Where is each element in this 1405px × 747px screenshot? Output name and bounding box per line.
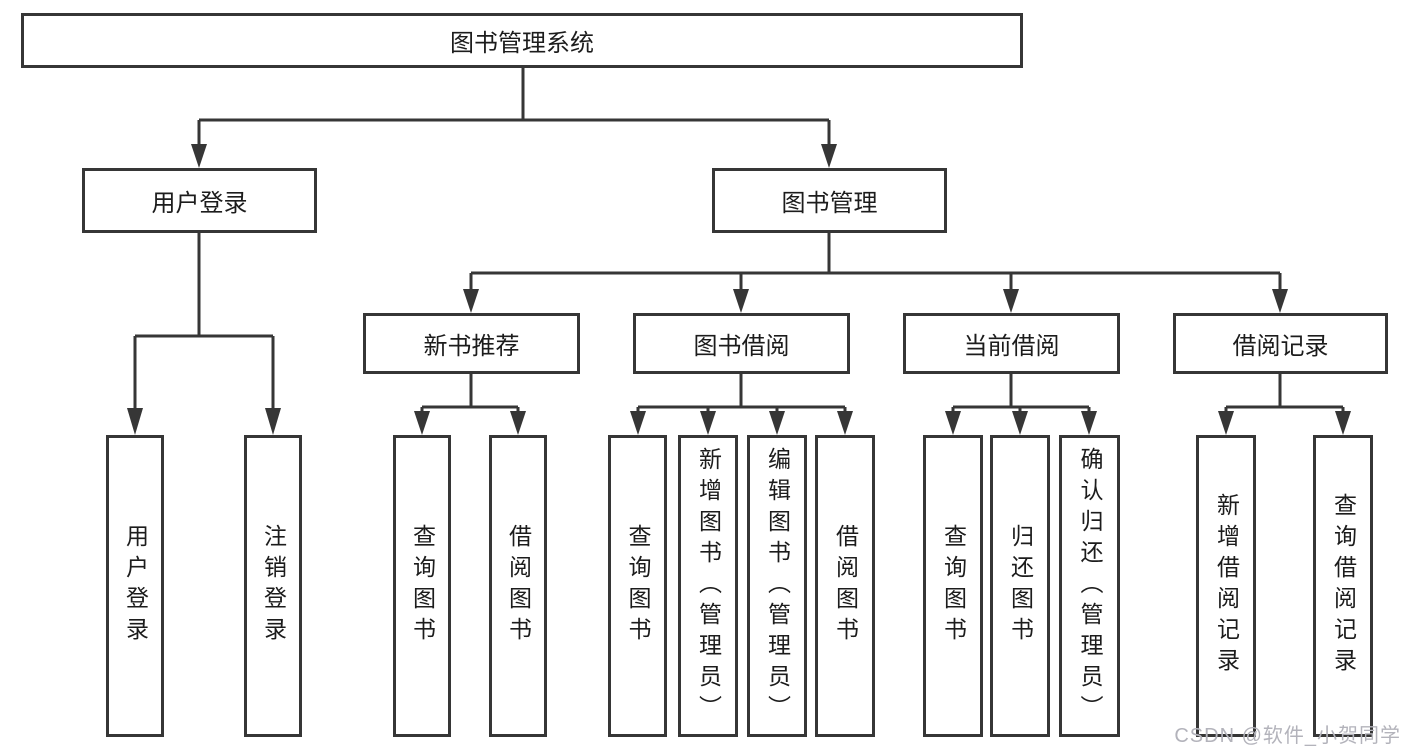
node-book-management: 图书管理	[712, 168, 947, 233]
node-library-system: 图书管理系统	[21, 13, 1023, 68]
leaf-borrow-borrow-book: 借阅图书	[815, 435, 875, 737]
connector-new-book-recommend	[414, 374, 526, 435]
node-borrow-records: 借阅记录	[1173, 313, 1388, 374]
connector-book-borrow	[630, 374, 853, 435]
leaf-borrow-edit-book-admin: 编辑图书（管理员）	[747, 435, 807, 737]
node-new-book-recommend: 新书推荐	[363, 313, 580, 374]
connector-book-management	[463, 233, 1288, 313]
connector-root	[191, 68, 837, 168]
leaf-logout: 注销登录	[244, 435, 302, 737]
leaf-recommend-query-book: 查询图书	[393, 435, 451, 737]
node-book-borrow: 图书借阅	[633, 313, 850, 374]
connector-user-login	[127, 233, 281, 435]
csdn-watermark: CSDN @软件_小贺同学	[1174, 725, 1401, 747]
node-user-login: 用户登录	[82, 168, 317, 233]
leaf-user-login: 用户登录	[106, 435, 164, 737]
connector-borrow-records	[1218, 374, 1351, 435]
leaf-records-add-record: 新增借阅记录	[1196, 435, 1256, 737]
leaf-borrow-add-book-admin: 新增图书（管理员）	[678, 435, 738, 737]
leaf-current-return-book: 归还图书	[990, 435, 1050, 737]
leaf-current-query-book: 查询图书	[923, 435, 983, 737]
node-current-borrow: 当前借阅	[903, 313, 1120, 374]
leaf-records-query-record: 查询借阅记录	[1313, 435, 1373, 737]
leaf-recommend-borrow-book: 借阅图书	[489, 435, 547, 737]
connector-current-borrow	[945, 374, 1097, 435]
leaf-current-confirm-return-admin: 确认归还（管理员）	[1059, 435, 1120, 737]
leaf-borrow-query-book: 查询图书	[608, 435, 667, 737]
